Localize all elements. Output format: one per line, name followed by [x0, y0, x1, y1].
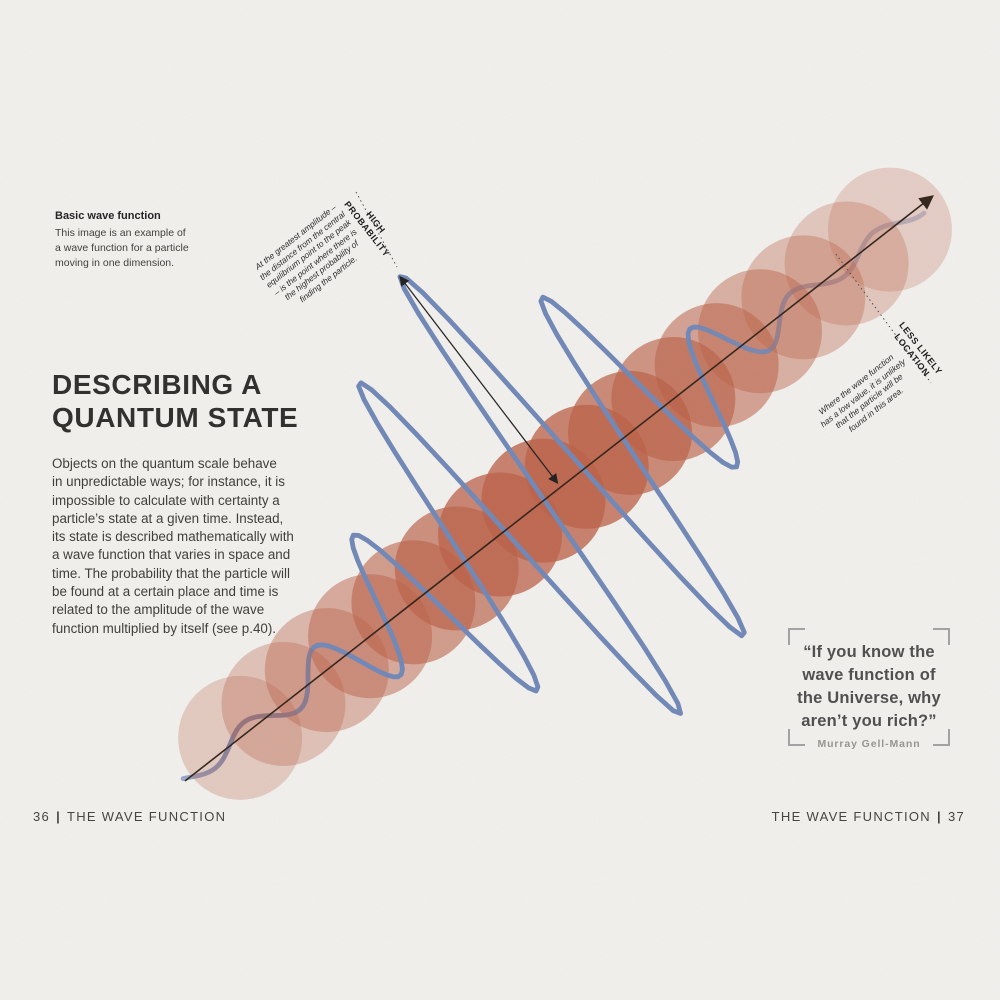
folio-separator-left: | [56, 809, 61, 824]
section-title-left: THE WAVE FUNCTION [67, 809, 227, 824]
body-paragraph: Objects on the quantum scale behave in u… [52, 456, 294, 636]
figure-caption-title: Basic wave function [55, 210, 161, 222]
page-title: DESCRIBING A QUANTUM STATE [52, 369, 299, 433]
page-number-right: 37 [947, 809, 965, 824]
page-number-left: 36 [33, 809, 51, 824]
figure-caption-text: This image is an example of a wave funct… [55, 227, 189, 269]
folio-right: THE WAVE FUNCTION | 37 [772, 809, 965, 824]
folio-left: 36 | THE WAVE FUNCTION [33, 809, 226, 824]
quote-bracket-top-right [933, 628, 950, 645]
section-title-right: THE WAVE FUNCTION [771, 809, 931, 824]
quote-bracket-bottom-right [933, 729, 950, 746]
pull-quote-text: “If you know the wave function of the Un… [797, 643, 941, 730]
figure-caption: Basic wave function This image is an exa… [55, 210, 255, 271]
amplitude-arrow [399, 275, 559, 484]
pull-quote: “If you know the wave function of the Un… [788, 628, 950, 750]
folio-separator-right: | [937, 809, 942, 824]
pull-quote-attribution: Murray Gell-Mann [817, 738, 921, 750]
quote-bracket-top-left [788, 628, 805, 645]
quote-bracket-bottom-left [788, 729, 805, 746]
